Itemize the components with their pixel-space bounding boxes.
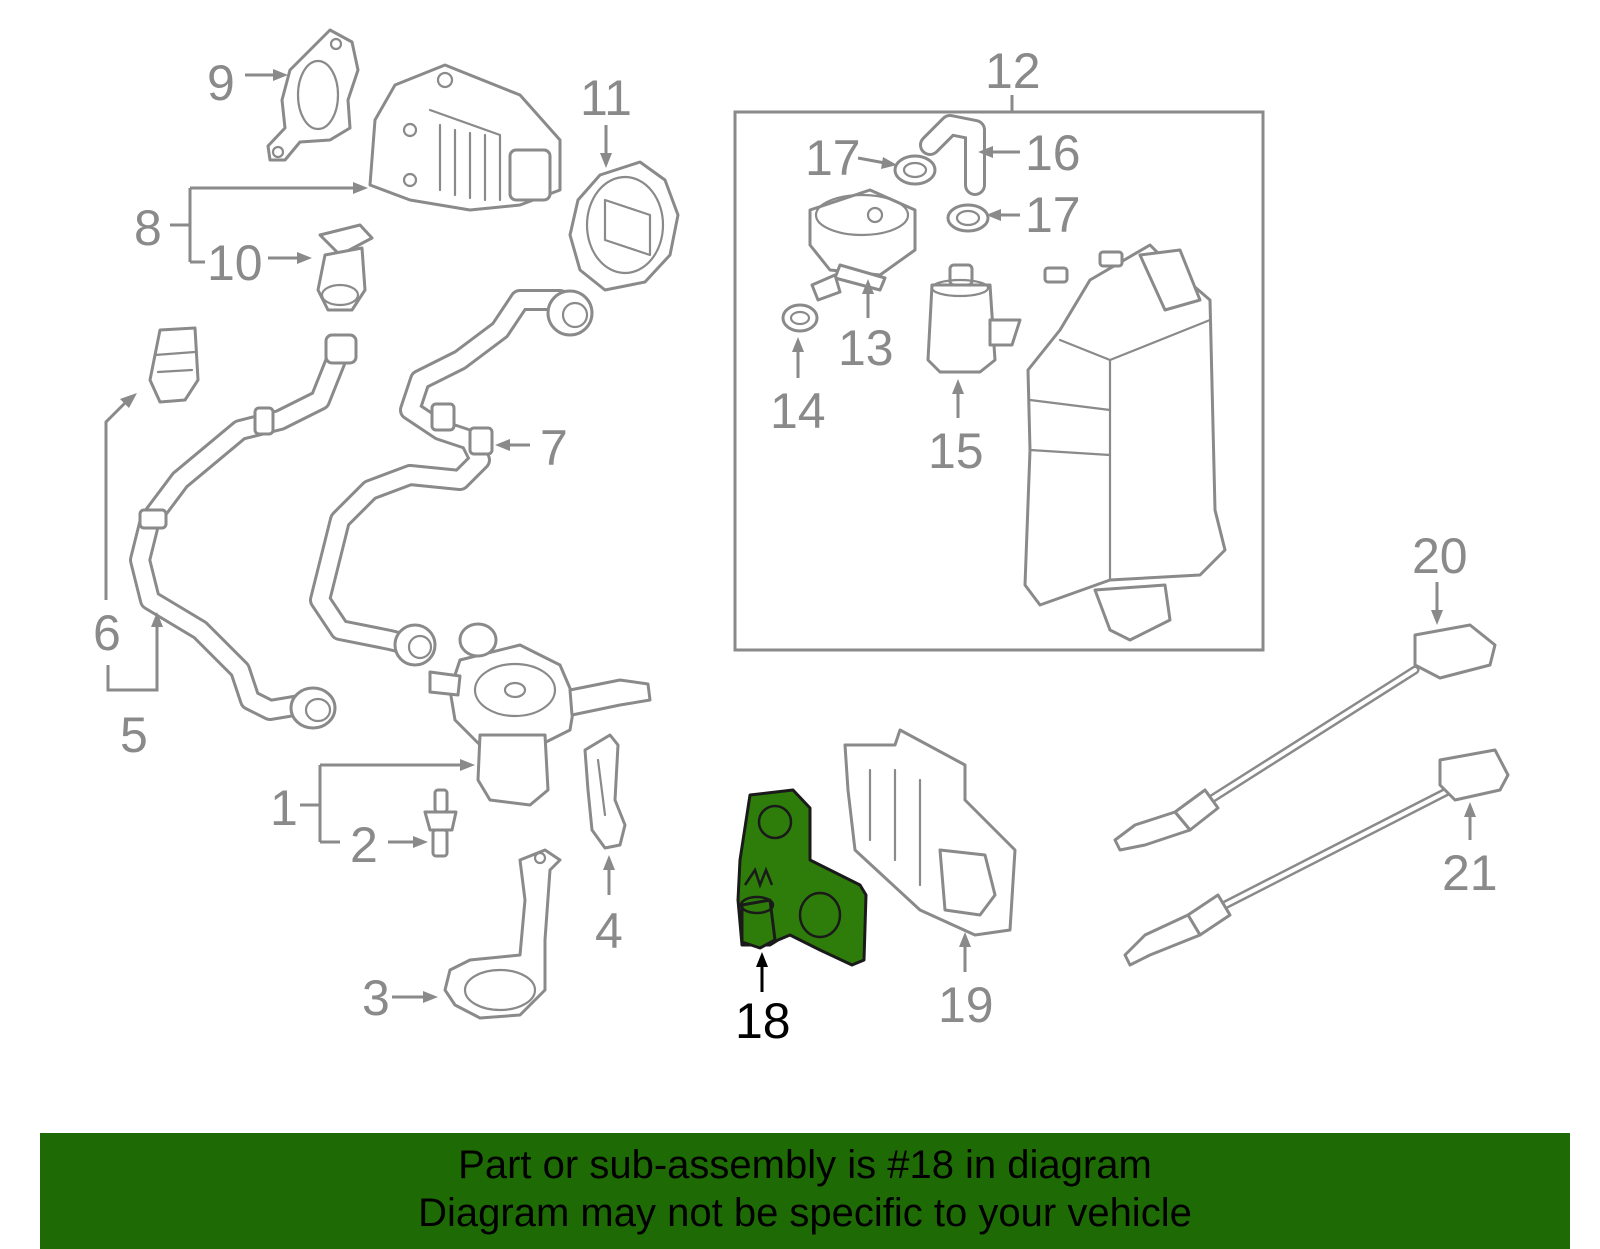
part-9-gasket <box>266 28 360 162</box>
label-20: 20 <box>1412 528 1468 584</box>
part-10-connector <box>316 223 374 312</box>
label-4: 4 <box>595 903 623 959</box>
label-10: 10 <box>207 235 263 291</box>
leader-lines <box>104 69 1476 1003</box>
part-1-pump <box>428 622 652 807</box>
banner-line-2: Diagram may not be specific to your vehi… <box>418 1191 1192 1235</box>
part-20-oxygen-sensor <box>1113 623 1497 852</box>
label-14: 14 <box>770 383 826 439</box>
label-5: 5 <box>120 707 148 763</box>
part-8-valve <box>368 63 562 212</box>
evap-canister <box>1023 243 1227 642</box>
callout-labels: 9 8 10 11 12 17 16 17 13 14 15 6 5 7 1 2… <box>93 43 1498 1049</box>
part-17-clamp-b <box>946 203 990 233</box>
part-19-shield <box>843 728 1017 937</box>
label-9: 9 <box>207 55 235 111</box>
banner-line-1: Part or sub-assembly is #18 in diagram <box>458 1143 1152 1187</box>
part-15-filter <box>926 263 1022 374</box>
part-2-bolt <box>423 788 458 858</box>
part-5-hose <box>129 333 358 730</box>
label-13: 13 <box>838 320 894 376</box>
label-11: 11 <box>580 70 632 126</box>
label-21: 21 <box>1442 845 1498 901</box>
label-8: 8 <box>134 200 162 256</box>
label-12: 12 <box>985 43 1041 99</box>
info-banner: Part or sub-assembly is #18 in diagram D… <box>40 1133 1570 1249</box>
label-16: 16 <box>1025 125 1081 181</box>
part-3-bracket <box>443 848 562 1020</box>
label-7: 7 <box>540 420 568 476</box>
label-17b: 17 <box>1025 187 1081 243</box>
part-6-sensor <box>148 326 200 404</box>
part-21-oxygen-sensor <box>1123 748 1510 967</box>
part-7-hose <box>309 289 594 667</box>
part-18-highlighted <box>736 788 868 967</box>
label-3: 3 <box>362 970 390 1026</box>
part-16-hose <box>919 114 986 196</box>
label-18: 18 <box>735 993 791 1049</box>
label-15: 15 <box>928 423 984 479</box>
part-12-box <box>733 110 1265 652</box>
part-13-valve <box>808 188 917 302</box>
label-2: 2 <box>350 817 378 873</box>
label-1: 1 <box>270 780 298 836</box>
part-4-bracket <box>583 733 627 850</box>
parts-diagram: 9 8 10 11 12 17 16 17 13 14 15 6 5 7 1 2… <box>93 28 1510 1049</box>
label-6: 6 <box>93 605 121 661</box>
part-11-housing <box>568 160 680 292</box>
label-17a: 17 <box>805 130 861 186</box>
part-17-clamp-a <box>893 154 937 186</box>
label-19: 19 <box>938 977 994 1033</box>
part-14-grommet <box>781 303 819 333</box>
